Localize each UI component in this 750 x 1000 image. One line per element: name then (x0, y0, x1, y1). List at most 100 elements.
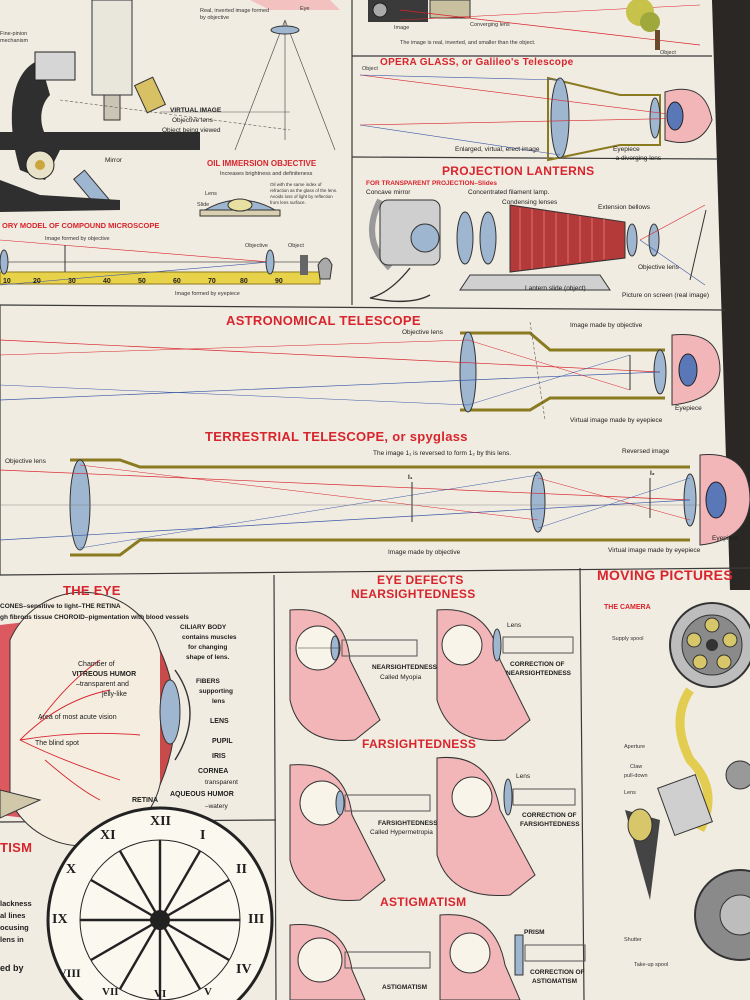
filament-lamp-label: Concentrated filament lamp. (468, 189, 550, 196)
moving-pictures-title: MOVING PICTURES (597, 567, 733, 583)
theory-object-label: Object (288, 243, 304, 249)
oil-note: Oil with the same index of refraction as… (270, 182, 338, 205)
ciliary-line3: for changing (188, 644, 228, 651)
astigmatism-label: ASTIGMATISM (382, 984, 428, 991)
numeral-i: I (200, 828, 206, 843)
terrestrial-virtual-image-label: Virtual image made by eyepiece (608, 547, 701, 554)
scale-10: 10 (3, 278, 11, 285)
picture-on-screen-label: Picture on screen (real image) (622, 292, 710, 299)
fibers-line3: lens (212, 698, 226, 705)
oil-immersion-title: OIL IMMERSION OBJECTIVE (207, 159, 317, 168)
camera-diagram (368, 0, 701, 50)
oil-immersion-caption: Increases brightness and definiteness (220, 171, 313, 177)
projection-title: PROJECTION LANTERNS (442, 164, 595, 178)
eye-defects-title: EYE DEFECTS (377, 573, 464, 587)
chamber-label: Chamber of (78, 661, 115, 668)
retina-label: RETINA (132, 797, 159, 804)
myopia-label: Called Myopia (380, 674, 422, 681)
nearsightedness-title: NEARSIGHTEDNESS (351, 587, 476, 601)
condensing-lenses-label: Condensing lenses (502, 199, 558, 206)
cornea-label: CORNEA (198, 768, 229, 775)
galileo-diverging-label: –a diverging lens (612, 155, 662, 162)
astigmatism-dial (46, 806, 274, 1000)
fibers-line2: supporting (199, 688, 233, 695)
take-up-spool-label: Take-up spool (634, 962, 669, 968)
near-lens-label: Lens (507, 622, 522, 629)
numeral-ix: IX (52, 912, 68, 927)
numeral-xi: XI (100, 828, 116, 843)
movie-camera-diagram (625, 602, 750, 961)
camera-lens-label: Lens (624, 790, 636, 796)
astig-correction-1: CORRECTION OF (530, 969, 585, 976)
astig-chart-title: TISM (0, 840, 33, 855)
scale-20: 20 (33, 278, 41, 285)
theory-objective-label: Objective (245, 243, 268, 249)
numeral-vi: VI (154, 988, 167, 1000)
ciliary-body-label: CILIARY BODY (180, 624, 227, 631)
i1-label: I₁ (408, 474, 413, 481)
image-by-objective-label: Image formed by objective (45, 236, 110, 242)
oil-slide-label: Slide (197, 202, 210, 208)
nearsighted-face (289, 609, 418, 741)
claw-label: Claw (630, 764, 643, 770)
background-shadow (712, 0, 750, 590)
scale-60: 60 (173, 278, 181, 285)
prism-label: PRISM (524, 929, 545, 936)
vitreous-line4: jelly-like (102, 691, 127, 698)
vitreous-humor-label: VITREOUS HUMOR (72, 671, 137, 678)
hypermetropia-label: Called Hypermetropia (370, 829, 433, 836)
supply-spool-label: Supply spool (612, 636, 644, 642)
far-lens-label: Lens (516, 773, 531, 780)
ciliary-line2: contains muscles (182, 634, 237, 641)
eye-defect-faces (289, 609, 586, 1000)
numeral-x: X (66, 862, 77, 877)
terrestrial-image-by-objective-label: Image made by objective (388, 549, 461, 556)
camera-image-label: Image (394, 25, 410, 31)
aqueous-humor-label: AQUEOUS HUMOR (170, 791, 234, 798)
astro-objective-label: Objective lens (402, 329, 443, 336)
aperture-label: Aperture (624, 744, 646, 750)
scale-50: 50 (138, 278, 146, 285)
astigmatism-title: ASTIGMATISM (380, 895, 467, 909)
extension-bellows-label: Extension bellows (598, 204, 651, 211)
numeral-iii: III (248, 912, 265, 927)
nearsightedness-label: NEARSIGHTEDNESS (372, 664, 438, 671)
ciliary-line4: shape of lens. (186, 654, 230, 661)
near-correction-1: CORRECTION OF (510, 661, 565, 668)
cones-label: CONES–sensitive to light–THE RETINA (0, 603, 121, 610)
numeral-ii: II (236, 862, 247, 877)
reversed-image-label: Reversed image (622, 448, 670, 455)
reversed-note: The image 1₁ is reversed to form 1₂ by t… (373, 450, 512, 457)
lens-label: LENS (210, 718, 229, 725)
image-by-eyepiece-label: Image formed by eyepiece (175, 291, 240, 297)
eye-cross-section (0, 591, 191, 847)
vitreous-line3: –transparent and (76, 681, 129, 688)
near-correction-2: NEARSIGHTEDNESS (506, 670, 572, 677)
galileo-title: OPERA GLASS, or Galileo's Telescope (380, 57, 574, 68)
blind-spot-label: The blind spot (35, 740, 79, 747)
lantern-slide-label: Lantern slide (object) (525, 285, 586, 292)
astro-virtual-image-label: Virtual image made by eyepiece (570, 417, 663, 424)
microscope-eye-label: Eye (300, 6, 310, 12)
farsightedness-label: FARSIGHTEDNESS (378, 820, 438, 827)
farsightedness-title: FARSIGHTEDNESS (362, 737, 477, 751)
theory-model-title: ORY MODEL OF COMPOUND MICROSCOPE (2, 221, 160, 230)
choroid-label: gh fibrous tissue CHOROID–pigmentation w… (0, 614, 189, 621)
scale-70: 70 (208, 278, 216, 285)
astigmatism-face (289, 924, 431, 1000)
fine-pinion-label: Fine-pinion mechanism (0, 31, 29, 44)
scale-80: 80 (240, 278, 248, 285)
numeral-viii: VIII (58, 966, 81, 980)
astro-image-by-objective-label: Image made by objective (570, 322, 643, 329)
galileo-telescope-diagram (359, 74, 713, 162)
astronomical-title: ASTRONOMICAL TELESCOPE (226, 313, 421, 328)
terrestrial-telescope-diagram (0, 454, 750, 557)
farsighted-corrected-face (436, 756, 576, 896)
astig-correction-2: ASTIGMATISM (532, 978, 578, 985)
microscope-objective-lens-label: Objective lens (172, 117, 213, 124)
pupil-label: PUPIL (212, 738, 233, 745)
numeral-vii: VII (102, 986, 119, 998)
projection-lantern-diagram (369, 198, 707, 303)
